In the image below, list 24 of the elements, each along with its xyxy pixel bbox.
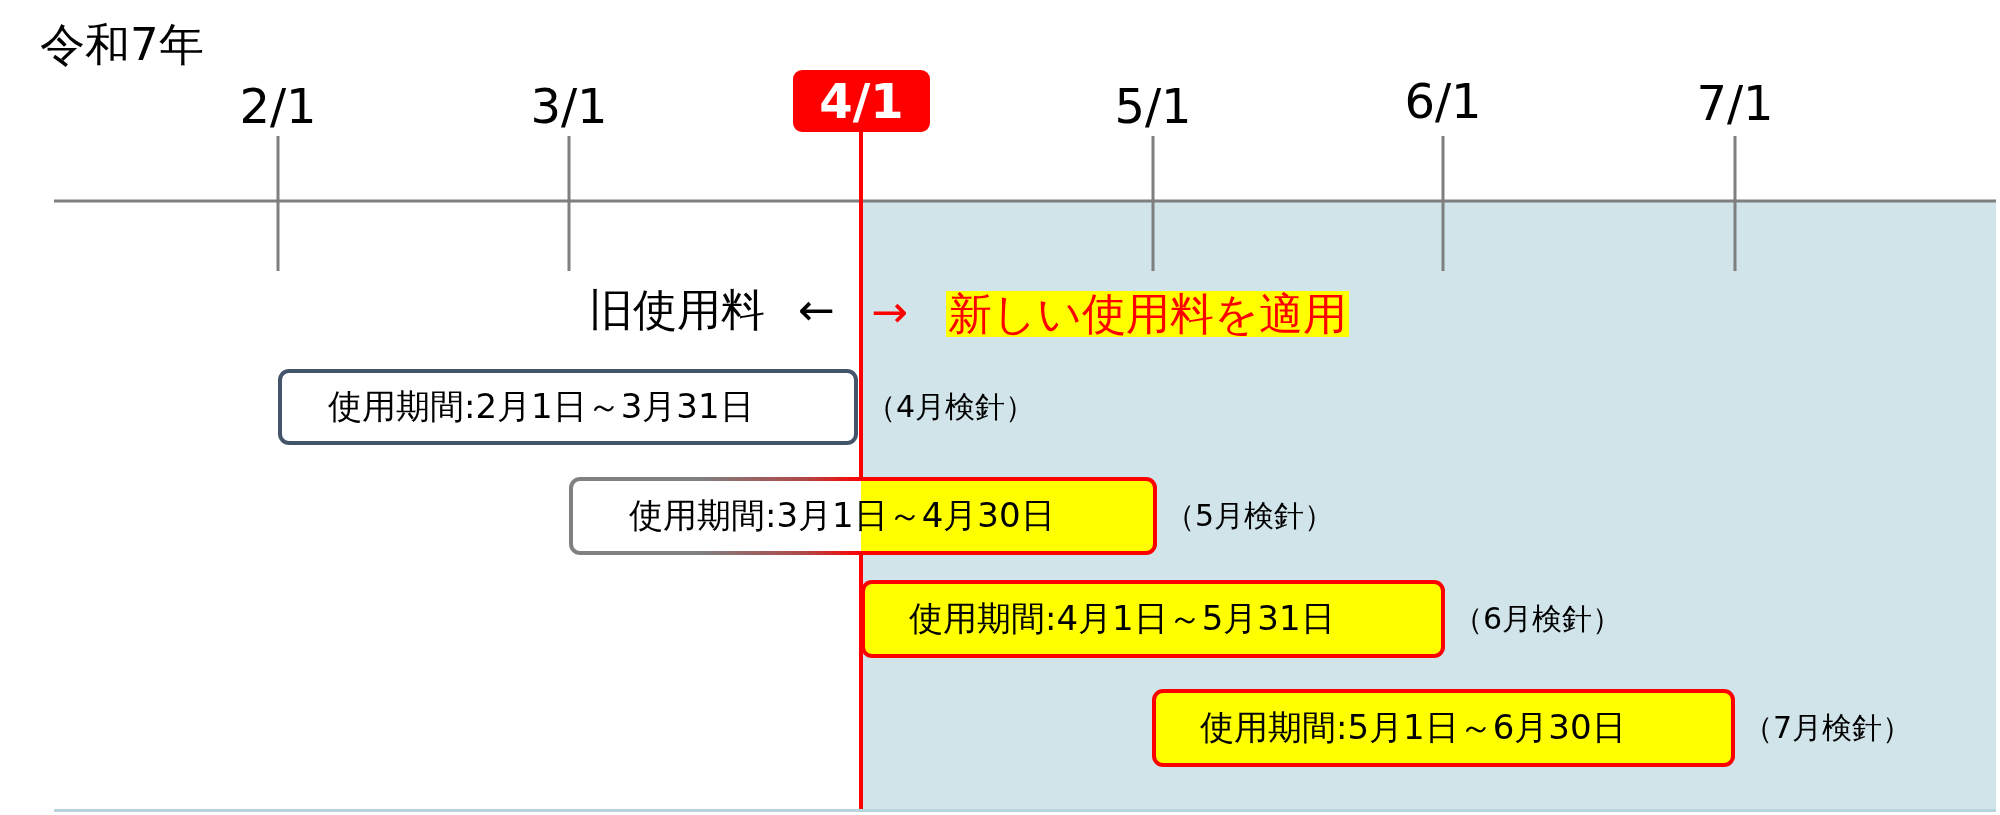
new-rate-period-area [861,201,1996,810]
date-label: 5/1 [1114,82,1192,130]
date-label: 4/1 [819,77,904,125]
meter-reading-note: （5月検針） [1165,498,1335,534]
meter-reading-note: （4月検針） [866,389,1036,425]
usage-period-bar [861,580,1445,658]
date-label: 7/1 [1696,79,1774,127]
date-label: 2/1 [239,82,317,130]
meter-reading-note: （6月検針） [1453,601,1623,637]
date-label: 3/1 [530,82,608,130]
new-rate-label: 新しい使用料を適用 [946,291,1349,337]
direction-arrow: → [871,290,908,334]
date-marker-tag [793,70,930,132]
usage-period-bar [569,477,1157,555]
year-label: 令和7年 [40,20,204,70]
usage-period-bar [1152,689,1735,767]
direction-arrow: ← [798,288,835,332]
date-label: 6/1 [1404,77,1482,125]
meter-reading-note: （7月検針） [1743,710,1913,746]
usage-period-bar [278,369,858,445]
old-rate-label: 旧使用料 [589,288,765,332]
usage-period-text: 使用期間:5月1日～6月30日 [1200,709,1626,747]
usage-period-text: 使用期間:2月1日～3月31日 [328,388,754,426]
usage-period-text: 使用期間:4月1日～5月31日 [909,600,1335,638]
